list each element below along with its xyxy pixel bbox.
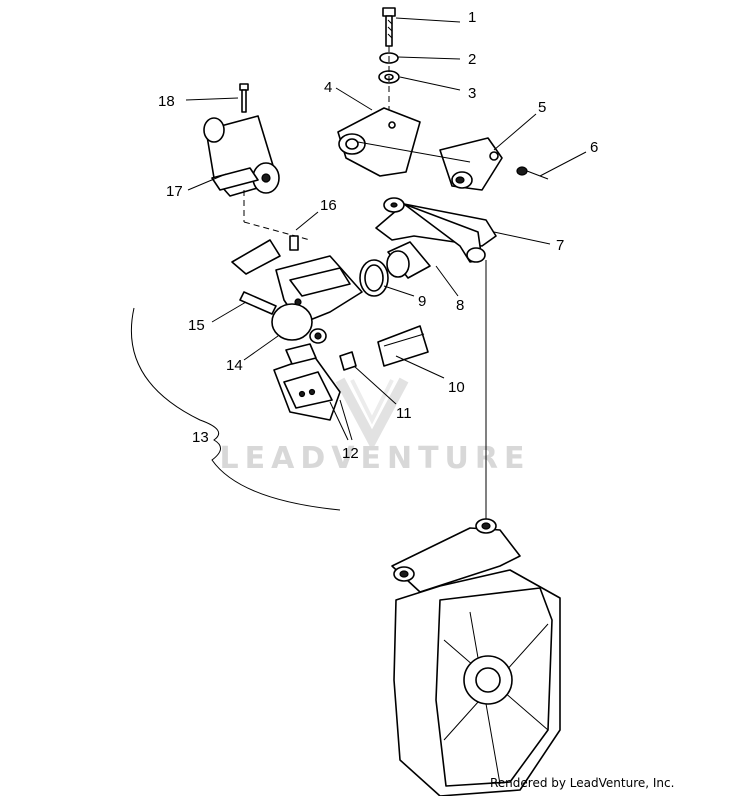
part-15-hose xyxy=(239,291,277,315)
callout-3: 3 xyxy=(468,85,476,102)
callout-16: 16 xyxy=(320,197,337,214)
rendered-by-credit: Rendered by LeadVenture, Inc. xyxy=(490,776,675,790)
callout-13: 13 xyxy=(192,429,209,446)
chaincase-housing xyxy=(391,518,561,796)
part-12-brake-pads xyxy=(273,343,341,421)
part-6-screw xyxy=(516,166,549,180)
part-1-bolt xyxy=(382,7,396,47)
part-7-frame-bracket xyxy=(375,197,497,263)
part-16-screw xyxy=(289,235,299,251)
part-14-caliper xyxy=(231,239,363,344)
part-4-bracket xyxy=(337,107,421,177)
part-13-group-brace xyxy=(130,307,341,511)
callout-7: 7 xyxy=(556,237,564,254)
callout-11: 11 xyxy=(396,405,412,422)
part-8-bushing xyxy=(386,241,431,279)
part-9-o-ring xyxy=(359,259,389,297)
callout-10: 10 xyxy=(448,379,465,396)
callout-4: 4 xyxy=(324,79,332,96)
callout-12: 12 xyxy=(342,445,359,462)
callout-18: 18 xyxy=(158,93,175,110)
callout-6: 6 xyxy=(590,139,598,156)
callout-9: 9 xyxy=(418,293,426,310)
callout-8: 8 xyxy=(456,297,464,314)
leadventure-watermark-logo: LEADVENTURE xyxy=(220,377,531,476)
part-11-bleeder xyxy=(339,351,357,371)
part-18-screw xyxy=(239,83,249,113)
part-5-bracket-arm xyxy=(439,137,503,191)
callout-5: 5 xyxy=(538,99,546,116)
part-17-housing xyxy=(203,115,280,197)
callout-2: 2 xyxy=(468,51,476,68)
callout-14: 14 xyxy=(226,357,243,374)
callout-leaders xyxy=(185,17,587,441)
callout-1: 1 xyxy=(468,9,476,26)
callout-17: 17 xyxy=(166,183,183,200)
part-10-shim xyxy=(377,325,429,367)
watermark-text: LEADVENTURE xyxy=(220,441,531,476)
callout-15: 15 xyxy=(188,317,205,334)
